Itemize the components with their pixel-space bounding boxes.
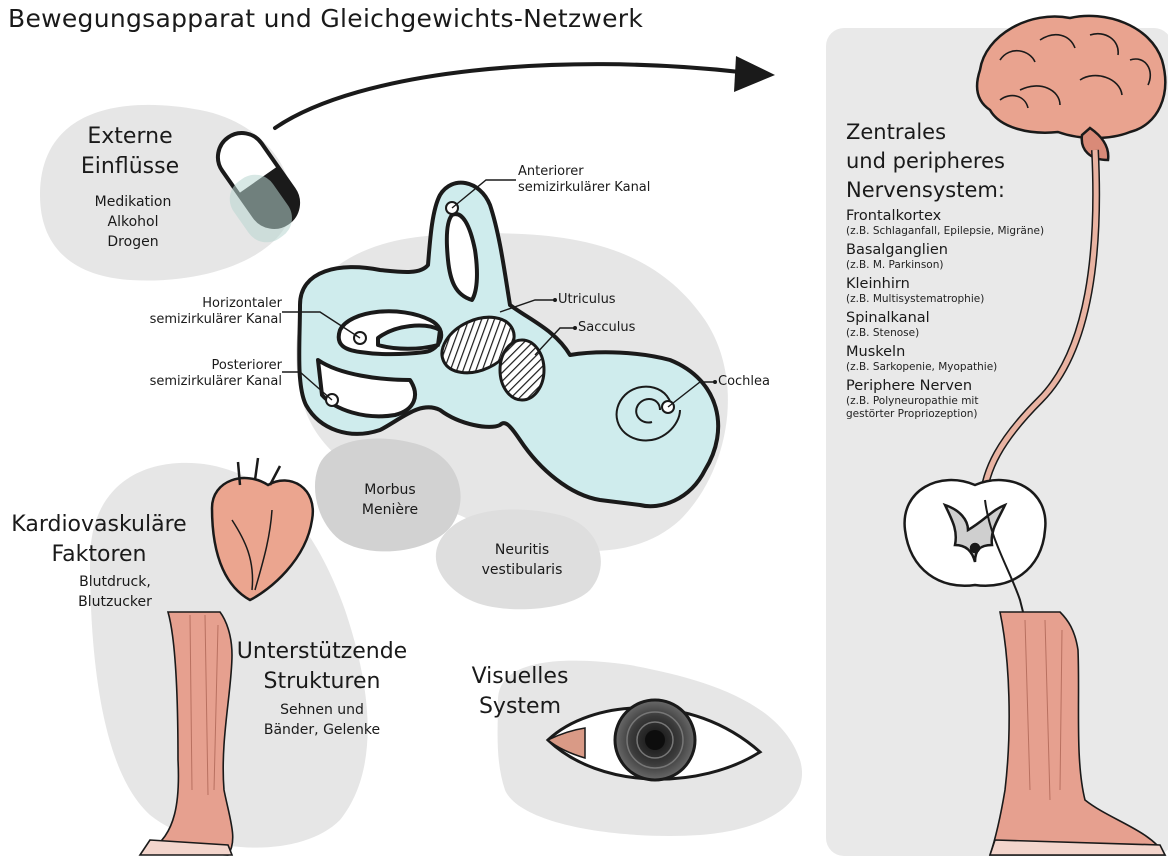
cns-list: Frontalkortex (z.B. Schlaganfall, Epilep… bbox=[846, 208, 1044, 421]
external-items: Medikation Alkohol Drogen bbox=[88, 192, 178, 252]
meniere-line2: Menière bbox=[350, 500, 430, 520]
meniere-line1: Morbus bbox=[350, 480, 430, 500]
cns-item-detail: gestörter Propriozeption) bbox=[846, 408, 1044, 421]
cardio-items: Blutdruck, Blutzucker bbox=[60, 572, 170, 612]
label-cochlea: Cochlea bbox=[718, 374, 770, 390]
flow-arrow-head bbox=[734, 56, 775, 92]
cardio-item: Blutzucker bbox=[60, 592, 170, 612]
cns-item-detail: (z.B. Sarkopenie, Myopathie) bbox=[846, 361, 1044, 374]
support-item: Sehnen und bbox=[252, 700, 392, 720]
page-title: Bewegungsapparat und Gleichgewichts-Netz… bbox=[8, 4, 643, 33]
cns-item: Spinalkanal (z.B. Stenose) bbox=[846, 310, 1044, 340]
cns-item-name: Spinalkanal bbox=[846, 310, 1044, 327]
cns-item-detail: (z.B. Multisystematrophie) bbox=[846, 293, 1044, 306]
cns-item-detail: (z.B. Schlaganfall, Epilepsie, Migräne) bbox=[846, 225, 1044, 238]
label-posterior-line1: Posteriorer bbox=[100, 358, 282, 374]
cardio-heading: Kardiovaskuläre Faktoren bbox=[4, 510, 194, 570]
cns-item-detail: (z.B. Stenose) bbox=[846, 327, 1044, 340]
cns-heading-line2: und peripheres bbox=[846, 147, 1005, 176]
support-item: Bänder, Gelenke bbox=[252, 720, 392, 740]
sacculus-icon bbox=[500, 340, 544, 400]
visual-heading-line1: Visuelles bbox=[460, 662, 580, 692]
label-horizontal-line1: Horizontaler bbox=[100, 296, 282, 312]
support-heading-line2: Strukturen bbox=[232, 667, 412, 697]
cardio-heading-line1: Kardiovaskuläre bbox=[4, 510, 194, 540]
visual-heading-line2: System bbox=[460, 692, 580, 722]
cns-item-name: Frontalkortex bbox=[846, 208, 1044, 225]
cns-item: Periphere Nerven (z.B. Polyneuropathie m… bbox=[846, 378, 1044, 421]
external-item: Drogen bbox=[88, 232, 178, 252]
external-item: Alkohol bbox=[88, 212, 178, 232]
cardio-heading-line2: Faktoren bbox=[4, 540, 194, 570]
visual-heading: Visuelles System bbox=[460, 662, 580, 722]
external-item: Medikation bbox=[88, 192, 178, 212]
cns-item-detail: (z.B. M. Parkinson) bbox=[846, 259, 1044, 272]
meniere-label: Morbus Menière bbox=[350, 480, 430, 520]
neuritis-line2: vestibularis bbox=[472, 560, 572, 580]
cns-item: Frontalkortex (z.B. Schlaganfall, Epilep… bbox=[846, 208, 1044, 238]
label-sacculus: Sacculus bbox=[578, 320, 635, 336]
support-heading: Unterstützende Strukturen bbox=[232, 637, 412, 697]
support-heading-line1: Unterstützende bbox=[232, 637, 412, 667]
neuritis-label: Neuritis vestibularis bbox=[472, 540, 572, 580]
cns-item-name: Periphere Nerven bbox=[846, 378, 1044, 395]
cns-item: Basalganglien (z.B. M. Parkinson) bbox=[846, 242, 1044, 272]
spinal-cord-icon bbox=[905, 480, 1046, 586]
cns-item-name: Kleinhirn bbox=[846, 276, 1044, 293]
label-horizontal-line2: semizirkulärer Kanal bbox=[100, 312, 282, 328]
cns-item: Muskeln (z.B. Sarkopenie, Myopathie) bbox=[846, 344, 1044, 374]
label-horizontal: Horizontaler semizirkulärer Kanal bbox=[100, 296, 282, 328]
label-anterior-line2: semizirkulärer Kanal bbox=[518, 180, 650, 196]
external-heading: Externe Einflüsse bbox=[70, 122, 190, 182]
cns-item-name: Muskeln bbox=[846, 344, 1044, 361]
cns-heading-line1: Zentrales bbox=[846, 118, 1005, 147]
cns-item-name: Basalganglien bbox=[846, 242, 1044, 259]
label-anterior-line1: Anteriorer bbox=[518, 164, 650, 180]
cardio-item: Blutdruck, bbox=[60, 572, 170, 592]
support-items: Sehnen und Bänder, Gelenke bbox=[252, 700, 392, 740]
external-heading-line1: Externe bbox=[70, 122, 190, 152]
cns-item-detail: (z.B. Polyneuropathie mit bbox=[846, 395, 1044, 408]
neuritis-line1: Neuritis bbox=[472, 540, 572, 560]
flow-arrow bbox=[275, 64, 740, 128]
external-heading-line2: Einflüsse bbox=[70, 152, 190, 182]
label-anterior: Anteriorer semizirkulärer Kanal bbox=[518, 164, 650, 196]
cns-heading: Zentrales und peripheres Nervensystem: bbox=[846, 118, 1005, 205]
cns-heading-line3: Nervensystem: bbox=[846, 176, 1005, 205]
label-posterior-line2: semizirkulärer Kanal bbox=[100, 374, 282, 390]
cns-item: Kleinhirn (z.B. Multisystematrophie) bbox=[846, 276, 1044, 306]
label-posterior: Posteriorer semizirkulärer Kanal bbox=[100, 358, 282, 390]
label-utriculus: Utriculus bbox=[558, 292, 616, 308]
